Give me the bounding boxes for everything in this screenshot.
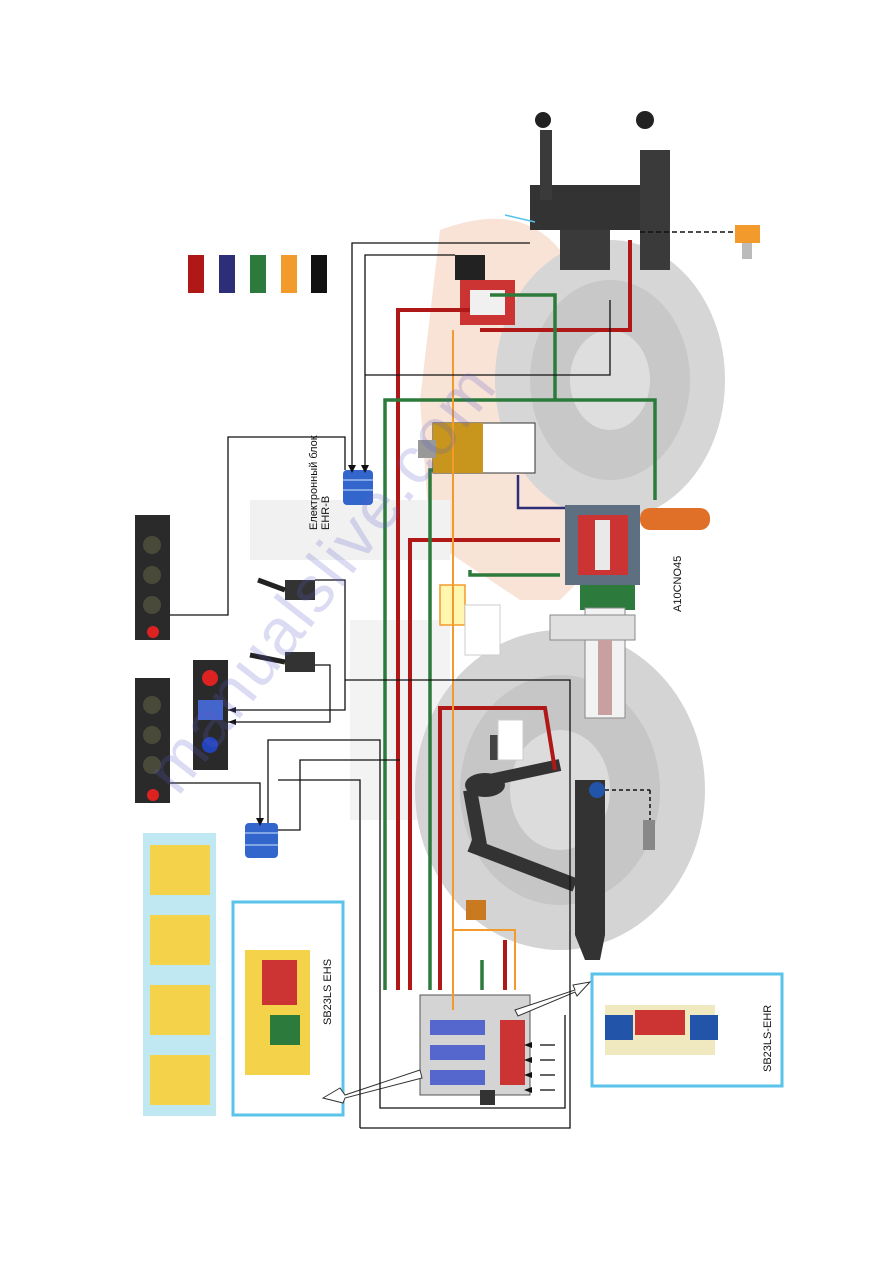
front-sensor [643, 820, 655, 850]
legend-swatch-orange [281, 255, 297, 293]
arrow-to-left-valve [321, 1069, 423, 1104]
position-sensor [735, 225, 760, 259]
legend-swatch-black [311, 255, 327, 293]
valve-left-frame [231, 900, 345, 1117]
signal-lines [452, 330, 516, 1010]
pilot-lines [383, 293, 657, 990]
hydraulic-pump [565, 505, 710, 610]
ehr-block-rear [343, 470, 373, 505]
front-wheel [415, 630, 705, 950]
pressure-lines [396, 240, 632, 990]
label-valve-right: SB23LS-EHR [762, 1004, 774, 1072]
electric-lines [170, 242, 611, 1129]
label-valve-left: SB23LS EHS [322, 958, 334, 1025]
joysticks [249, 577, 315, 672]
ehr-block-front [245, 823, 278, 858]
legend-swatch-green [250, 255, 266, 293]
valve-sections-column [143, 833, 216, 1116]
arrowheads [228, 465, 532, 1093]
return-lines [516, 475, 565, 510]
front-linkage [463, 719, 605, 960]
legend-swatch-blue [219, 255, 235, 293]
label-pump: A10CNO45 [672, 555, 684, 612]
lift-valve-rear [455, 255, 515, 325]
legend-swatch-red [188, 255, 204, 293]
main-valve-stack [419, 994, 531, 1105]
lift-cylinder [418, 422, 536, 474]
valve-right-image [605, 1005, 718, 1055]
rear-wheel [495, 240, 725, 520]
color-legend [188, 255, 327, 293]
hitch-teal-line [504, 214, 536, 223]
control-panel-lower [135, 678, 170, 803]
control-panel-upper [135, 515, 170, 640]
three-point-hitch [530, 111, 670, 270]
valve-left-image [245, 950, 310, 1075]
armrest-panel [193, 660, 228, 770]
steering-cylinder [549, 607, 636, 719]
valve-right-frame [590, 972, 784, 1088]
arrow-to-right-valve [514, 981, 592, 1017]
